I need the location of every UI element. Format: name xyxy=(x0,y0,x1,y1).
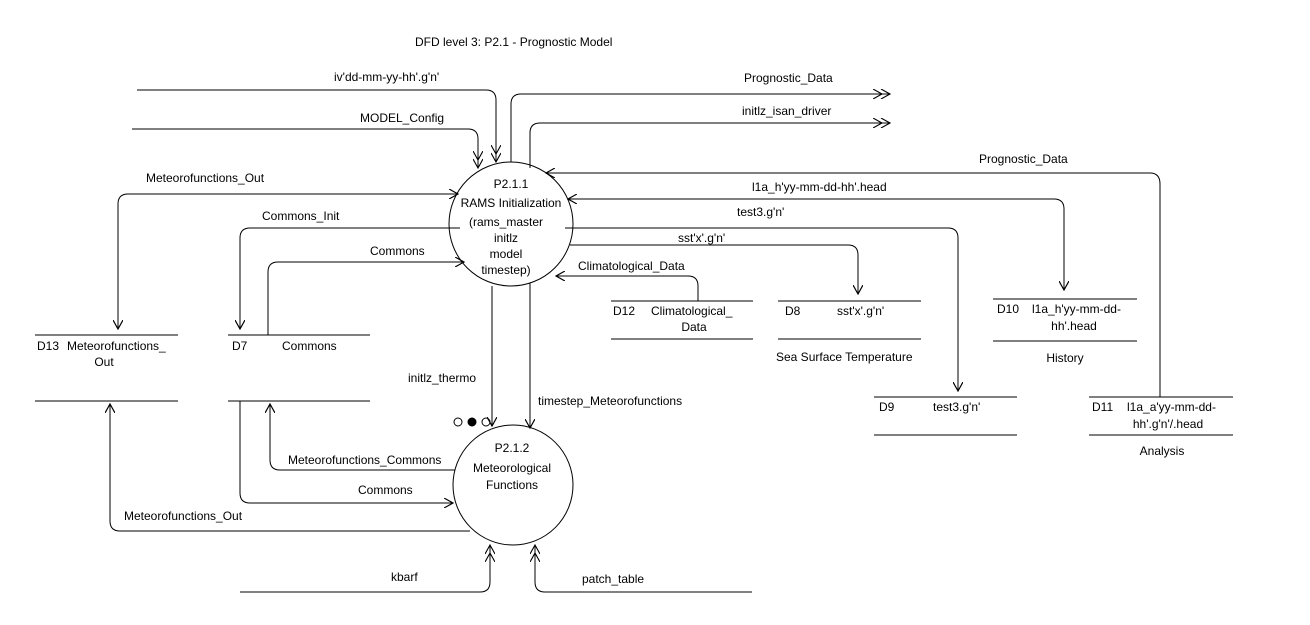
flow-label: Meteorofunctions_Commons xyxy=(288,453,441,467)
flow-label: Climatological_Data xyxy=(578,259,685,273)
connector-dot-open xyxy=(481,417,491,427)
store-caption: Analysis xyxy=(1140,444,1185,458)
store-name: Meteorofunctions_ xyxy=(67,339,166,353)
flow-model-config[interactable]: MODEL_Config xyxy=(132,111,478,168)
store-name: sst'x'.g'n' xyxy=(837,304,884,318)
flow-meteorofunctions-out-bottom[interactable]: Meteorofunctions_Out xyxy=(110,404,470,532)
connector-dot-filled xyxy=(467,417,477,427)
flow-test3[interactable]: test3.g'n' xyxy=(565,205,958,391)
flow-label: Prognostic_Data xyxy=(979,152,1068,166)
process-label-line: model xyxy=(490,247,523,261)
diagram-title: DFD level 3: P2.1 - Prognostic Model xyxy=(415,35,612,49)
store-d9[interactable]: D9 test3.g'n' xyxy=(874,396,1017,436)
flow-sst[interactable]: sst'x'.g'n' xyxy=(570,231,858,294)
flow-climatological-data[interactable]: Climatological_Data xyxy=(556,259,699,301)
process-circle xyxy=(452,424,574,546)
store-name-line2: hh'.g'n'/.head xyxy=(1133,417,1203,431)
flow-label: timestep_Meteorofunctions xyxy=(538,394,682,408)
process-label-line: timestep) xyxy=(481,263,530,277)
flow-label: Meteorofunctions_Out xyxy=(146,171,265,185)
flow-label: kbarf xyxy=(391,570,418,584)
store-name-line2: Data xyxy=(681,320,707,334)
process-label-line: RAMS Initialization xyxy=(461,196,562,210)
store-id: D9 xyxy=(879,400,895,414)
store-d10[interactable]: D10 l1a_h'yy-mm-dd- hh'.head History xyxy=(993,298,1137,365)
flow-kbarf[interactable]: kbarf xyxy=(240,545,490,593)
store-id: D13 xyxy=(37,339,59,353)
flow-commons-bottom[interactable]: Commons xyxy=(239,401,453,503)
store-name-line2: hh'.head xyxy=(1051,319,1097,333)
flow-label: test3.g'n' xyxy=(737,205,784,219)
process-label-line: Meteorological xyxy=(473,461,551,475)
store-d12[interactable]: D12 Climatological_ Data xyxy=(611,300,753,340)
store-id: D11 xyxy=(1092,400,1113,414)
flow-label: Commons xyxy=(358,483,413,497)
flow-label: iv'dd-mm-yy-hh'.g'n' xyxy=(334,70,439,84)
process-label-line: Functions xyxy=(486,478,538,492)
process-label-line: initlz xyxy=(494,231,518,245)
store-name: Commons xyxy=(282,339,337,353)
flow-label: initlz_isan_driver xyxy=(742,104,831,118)
flow-commons-top[interactable]: Commons xyxy=(267,244,464,335)
process-p2-1-2[interactable]: P2.1.2 Meteorological Functions xyxy=(452,424,574,546)
flow-timestep-meteorofunctions[interactable]: timestep_Meteorofunctions xyxy=(530,283,682,428)
store-name: l1a_a'yy-mm-dd- xyxy=(1127,400,1216,414)
flow-label: sst'x'.g'n' xyxy=(678,231,725,245)
flow-label: Commons_Init xyxy=(262,209,340,223)
store-id: D8 xyxy=(785,304,801,318)
connector-dot-open xyxy=(453,417,463,427)
flow-prognostic-data-out[interactable]: Prognostic_Data xyxy=(510,71,890,162)
flow-l1a-head[interactable]: l1a_h'yy-mm-dd-hh'.head xyxy=(568,180,1064,290)
store-id: D10 xyxy=(997,302,1019,316)
flow-patch-table[interactable]: patch_table xyxy=(535,545,752,593)
flow-initlz-isan-driver[interactable]: initlz_isan_driver xyxy=(529,104,890,168)
store-name: Climatological_ xyxy=(651,304,733,318)
flow-initlz-thermo[interactable]: initlz_thermo xyxy=(408,286,492,426)
store-id: D12 xyxy=(613,304,635,318)
store-name: test3.g'n' xyxy=(933,400,980,414)
process-label-line: (rams_master xyxy=(469,215,543,229)
store-d7[interactable]: D7 Commons xyxy=(228,334,370,402)
flow-label: l1a_h'yy-mm-dd-hh'.head xyxy=(752,180,887,194)
flow-label: Commons xyxy=(370,244,425,258)
store-d8[interactable]: D8 sst'x'.g'n' Sea Surface Temperature xyxy=(776,300,921,364)
flow-meteorofunctions-commons[interactable]: Meteorofunctions_Commons xyxy=(270,404,455,471)
store-name: l1a_h'yy-mm-dd- xyxy=(1032,302,1121,316)
process-id: P2.1.2 xyxy=(495,441,530,455)
store-caption: History xyxy=(1046,351,1083,365)
flow-label: Meteorofunctions_Out xyxy=(124,509,243,523)
flow-prognostic-data-analysis[interactable]: Prognostic_Data xyxy=(546,152,1161,397)
store-caption: Sea Surface Temperature xyxy=(776,350,913,364)
flow-label: Prognostic_Data xyxy=(744,71,833,85)
flow-label: MODEL_Config xyxy=(360,111,444,125)
store-d11[interactable]: D11 l1a_a'yy-mm-dd- hh'.g'n'/.head Analy… xyxy=(1089,396,1233,458)
store-d13[interactable]: D13 Meteorofunctions_ Out xyxy=(35,334,178,402)
flow-label: patch_table xyxy=(582,572,644,586)
flow-iv-input[interactable]: iv'dd-mm-yy-hh'.g'n' xyxy=(137,70,496,162)
flow-meteorofunctions-out-top[interactable]: Meteorofunctions_Out xyxy=(118,171,458,329)
flow-commons-init[interactable]: Commons_Init xyxy=(240,209,460,329)
store-name-line2: Out xyxy=(94,355,114,369)
store-id: D7 xyxy=(232,339,248,353)
process-p2-1-1[interactable]: P2.1.1 RAMS Initialization (rams_master … xyxy=(448,161,574,287)
process-id: P2.1.1 xyxy=(494,177,529,191)
flow-label: initlz_thermo xyxy=(408,371,476,385)
